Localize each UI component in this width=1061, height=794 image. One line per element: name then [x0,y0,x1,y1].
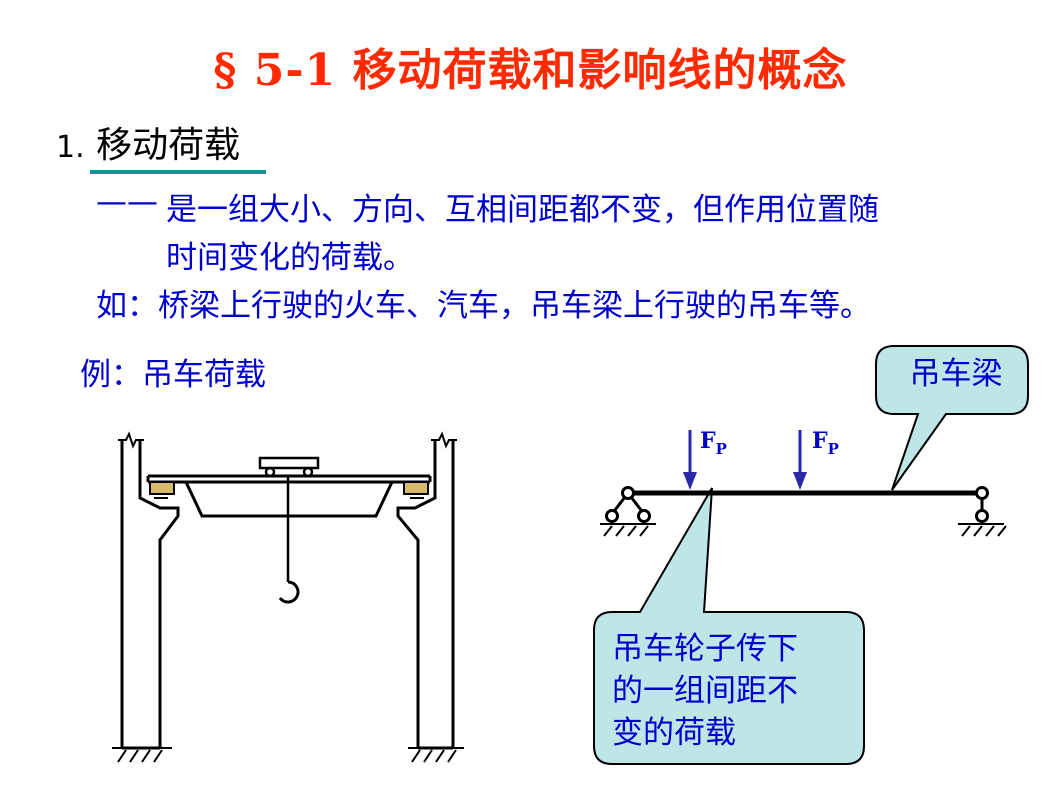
load-label-1: FP [700,428,727,458]
load-arrow-1 [683,430,697,490]
slide-title: § 5-1 移动荷载和影响线的概念 [213,45,848,96]
crane-trolley [258,456,320,604]
pin-support-left [600,486,656,537]
crane-ground-hatching [112,747,464,763]
section-title: 移动荷载 [96,125,241,166]
definition-dash: —— [96,184,158,220]
load-callout-text: 吊车轮子传下 的一组间距不 变的荷载 [612,628,852,754]
definition-line-1: 是一组大小、方向、互相间距都不变，但作用位置随 [166,192,879,228]
load-label-2: FP [812,428,839,458]
section-heading: 1. 移动荷载 [56,116,240,168]
load-callout-bubble [593,487,865,765]
example-label: 例：吊车荷载 [80,357,266,393]
load-callout-line-2: 的一组间距不 [612,673,798,709]
beam-callout-bubble [875,345,1029,491]
examples-line: 如：桥梁上行驶的火车、汽车，吊车梁上行驶的吊车等。 [96,288,871,324]
load-arrow-2 [793,430,807,490]
definition-line-2: 时间变化的荷载。 [166,240,414,276]
roller-support-right [958,486,1007,537]
load-callout-line-3: 变的荷载 [612,715,736,751]
section-underline [90,170,266,174]
beam-callout-text: 吊车梁 [909,356,1003,392]
load-callout-line-1: 吊车轮子传下 [612,631,798,667]
section-number: 1. [56,130,85,165]
